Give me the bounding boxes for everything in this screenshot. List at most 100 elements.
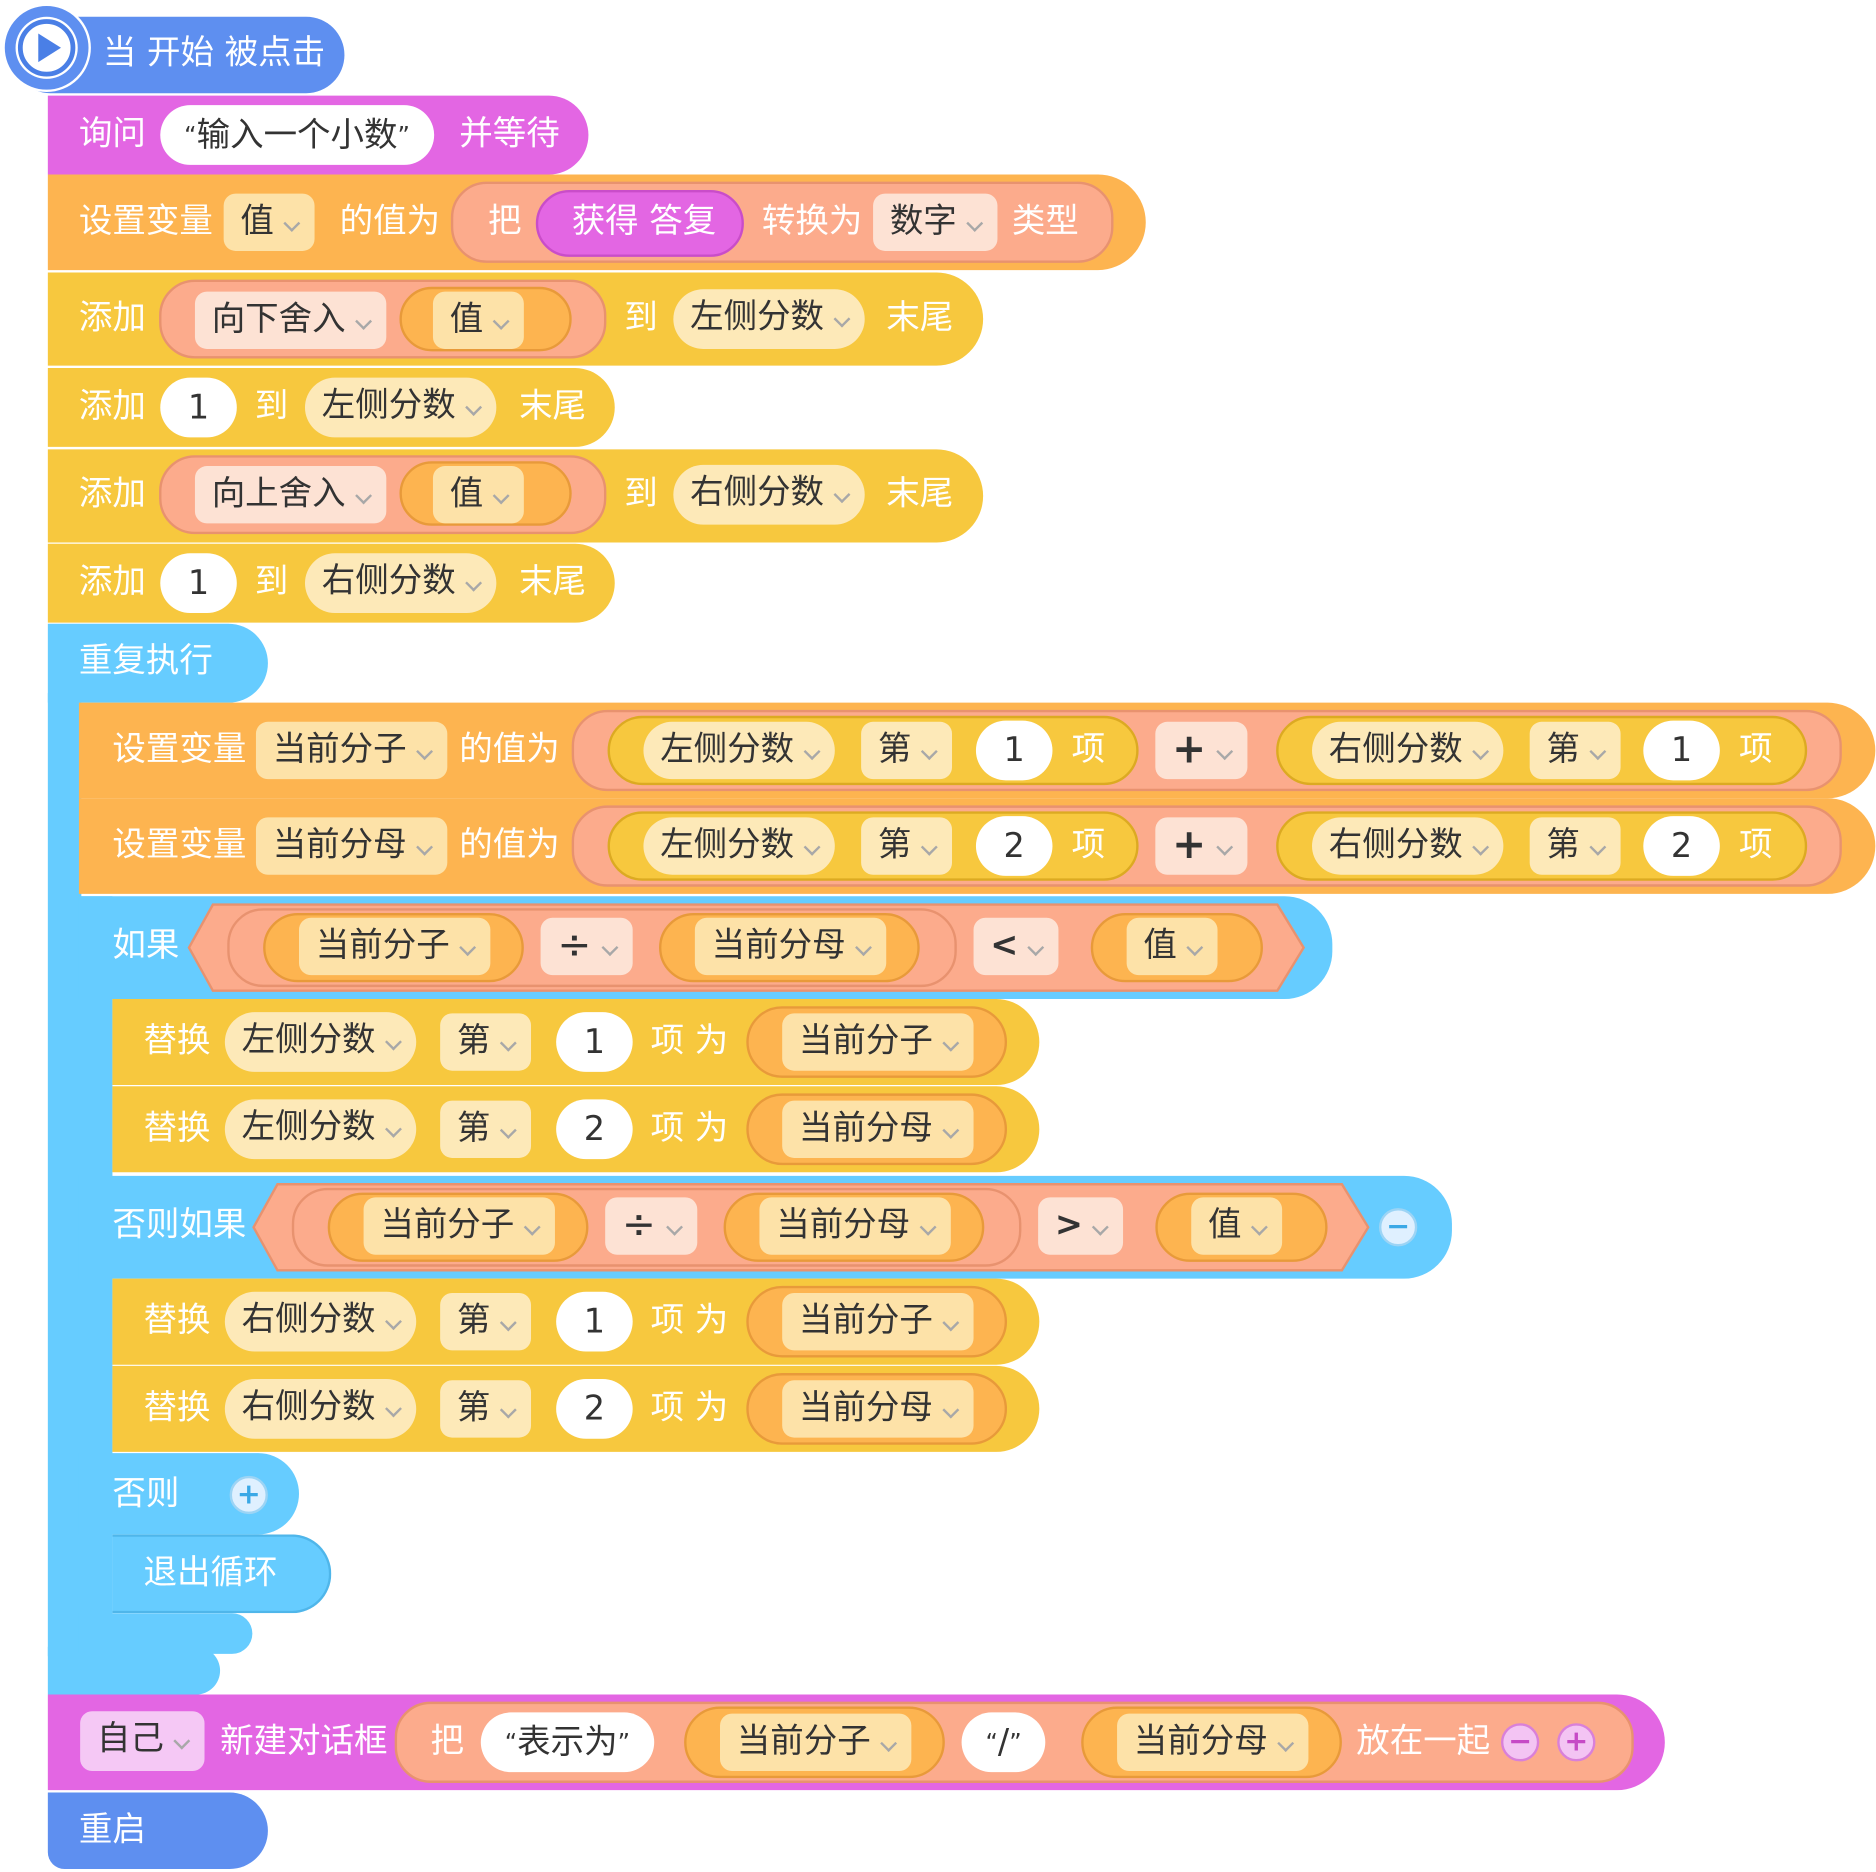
- item-label: 项: [1071, 824, 1106, 864]
- list-dropdown[interactable]: 左侧分数: [304, 377, 497, 438]
- nth-dropdown[interactable]: 第: [440, 1292, 532, 1351]
- list-dropdown[interactable]: 右侧分数: [1312, 721, 1504, 780]
- restart-block[interactable]: [47, 1792, 268, 1869]
- convert-to-label: 转换为: [761, 200, 863, 241]
- of-value-label: 的值为: [459, 728, 560, 769]
- list-dropdown[interactable]: 右侧分数: [304, 553, 497, 614]
- value-dropdown[interactable]: 值: [1191, 1197, 1283, 1255]
- compare-dropdown[interactable]: <: [973, 917, 1060, 976]
- divide-dropdown[interactable]: ÷: [605, 1197, 697, 1255]
- nth-dropdown[interactable]: 第: [440, 1013, 532, 1071]
- add-item-icon[interactable]: +: [1557, 1723, 1596, 1762]
- item-as-label: 项 为: [650, 1107, 729, 1148]
- variable-dropdown[interactable]: 当前分母: [255, 817, 448, 875]
- variable-dropdown[interactable]: 当前分母: [782, 1100, 974, 1158]
- index-input[interactable]: 2: [1643, 816, 1720, 876]
- index-input[interactable]: 1: [556, 1291, 633, 1352]
- add-branch-icon[interactable]: +: [229, 1475, 268, 1515]
- else-if-label: 否则如果: [112, 1204, 247, 1244]
- divide-dropdown[interactable]: ÷: [540, 917, 633, 976]
- get-answer-label: 获得 答复: [571, 200, 717, 241]
- item-label: 项: [1738, 728, 1773, 769]
- replace-label: 替换: [143, 1387, 211, 1427]
- get-answer-block[interactable]: [535, 190, 744, 257]
- compare-dropdown[interactable]: >: [1038, 1197, 1124, 1255]
- end-label: 末尾: [519, 385, 587, 426]
- list-dropdown[interactable]: 左侧分数: [673, 289, 865, 349]
- variable-dropdown[interactable]: 当前分母: [759, 1197, 951, 1255]
- index-input[interactable]: 1: [1643, 720, 1720, 781]
- join-suffix: 放在一起: [1356, 1720, 1491, 1761]
- type-dropdown[interactable]: 数字: [873, 193, 998, 251]
- end-label: 末尾: [886, 297, 954, 337]
- list-dropdown[interactable]: 左侧分数: [224, 1012, 417, 1072]
- round-up-dropdown[interactable]: 向上舍入: [194, 466, 387, 524]
- value-dropdown[interactable]: 值: [432, 291, 524, 349]
- end-label: 末尾: [886, 473, 954, 513]
- of-value-label: 的值为: [339, 200, 441, 241]
- list-dropdown[interactable]: 左侧分数: [643, 817, 835, 875]
- loop-label: 重复执行: [78, 640, 213, 680]
- variable-dropdown[interactable]: 当前分母: [694, 917, 887, 976]
- to-label: 到: [254, 385, 289, 426]
- nth-dropdown[interactable]: 第: [440, 1380, 532, 1438]
- play-icon[interactable]: [2, 3, 91, 93]
- index-input[interactable]: 1: [975, 720, 1053, 781]
- list-dropdown[interactable]: 右侧分数: [1312, 817, 1504, 875]
- break-label: 退出循环: [143, 1552, 278, 1592]
- list-dropdown[interactable]: 右侧分数: [224, 1291, 417, 1352]
- variable-dropdown[interactable]: 当前分母: [1117, 1713, 1309, 1771]
- variable-dropdown[interactable]: 当前分母: [782, 1380, 974, 1438]
- to-label: 到: [624, 297, 658, 337]
- replace-label: 替换: [143, 1020, 211, 1060]
- index-input[interactable]: 2: [975, 816, 1053, 876]
- variable-dropdown[interactable]: 当前分子: [782, 1292, 974, 1351]
- round-down-dropdown[interactable]: 向下舍入: [194, 291, 387, 349]
- number-input[interactable]: 1: [160, 553, 237, 614]
- slash-input[interactable]: “/”: [961, 1712, 1046, 1773]
- number-input[interactable]: 1: [160, 377, 237, 438]
- item-as-label: 项 为: [650, 1020, 729, 1060]
- list-dropdown[interactable]: 左侧分数: [643, 721, 835, 780]
- value-dropdown[interactable]: 值: [1126, 917, 1218, 976]
- variable-dropdown[interactable]: 当前分子: [363, 1197, 555, 1255]
- variable-dropdown[interactable]: 值: [223, 193, 315, 251]
- ask-suffix: 并等待: [459, 113, 560, 153]
- end-label: 末尾: [519, 561, 587, 602]
- nth-dropdown[interactable]: 第: [861, 721, 953, 780]
- variable-dropdown[interactable]: 当前分子: [719, 1713, 912, 1771]
- index-input[interactable]: 2: [556, 1379, 633, 1439]
- ask-prompt-text: 输入一个小数: [196, 114, 398, 155]
- variable-dropdown[interactable]: 当前分子: [255, 721, 448, 780]
- nth-dropdown[interactable]: 第: [440, 1100, 532, 1158]
- else-label: 否则: [112, 1473, 180, 1513]
- remove-item-icon[interactable]: −: [1500, 1723, 1540, 1762]
- variable-dropdown[interactable]: 当前分子: [782, 1013, 974, 1071]
- index-input[interactable]: 1: [556, 1012, 633, 1072]
- operator-dropdown[interactable]: +: [1155, 721, 1247, 780]
- list-dropdown[interactable]: 右侧分数: [673, 464, 865, 525]
- break-loop-block[interactable]: [112, 1534, 332, 1614]
- restart-label: 重启: [78, 1809, 146, 1849]
- nth-dropdown[interactable]: 第: [1529, 721, 1621, 780]
- target-dropdown[interactable]: 自己: [80, 1711, 205, 1771]
- list-dropdown[interactable]: 右侧分数: [224, 1379, 417, 1439]
- nth-dropdown[interactable]: 第: [1529, 817, 1621, 875]
- list-dropdown[interactable]: 左侧分数: [224, 1099, 417, 1160]
- set-variable-label: 设置变量: [112, 728, 247, 769]
- value-dropdown[interactable]: 值: [432, 466, 524, 524]
- remove-branch-icon[interactable]: −: [1378, 1208, 1418, 1247]
- ask-prompt-input[interactable]: “输入一个小数”: [160, 105, 434, 165]
- loop-block[interactable]: [47, 623, 268, 703]
- to-label: 到: [624, 473, 658, 513]
- variable-dropdown[interactable]: 当前分子: [299, 917, 491, 976]
- set-variable-label: 设置变量: [112, 824, 247, 864]
- index-input[interactable]: 2: [556, 1099, 633, 1160]
- nth-dropdown[interactable]: 第: [861, 817, 953, 875]
- add-label: 添加: [78, 473, 146, 513]
- item-as-label: 项 为: [650, 1300, 729, 1340]
- text-input[interactable]: “表示为”: [480, 1712, 654, 1773]
- item-label: 项: [1071, 728, 1106, 769]
- operator-dropdown[interactable]: +: [1155, 817, 1247, 875]
